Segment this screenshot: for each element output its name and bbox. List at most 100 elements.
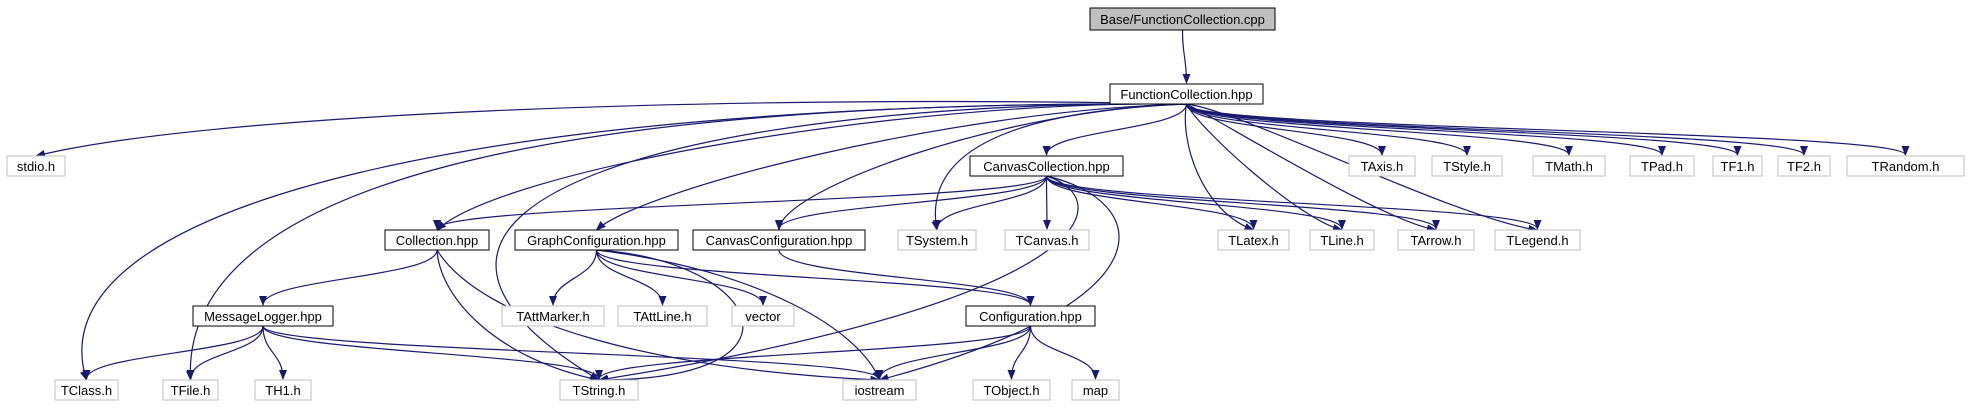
node-base-functioncollection-cpp[interactable]: Base/FunctionCollection.cpp bbox=[1089, 7, 1276, 31]
edge-canvascoll-to-tlegend bbox=[1045, 175, 1542, 230]
node-box bbox=[1431, 155, 1503, 177]
node-canvascollection-hpp[interactable]: CanvasCollection.hpp bbox=[969, 155, 1124, 177]
node-box bbox=[731, 305, 795, 327]
node-tstyle-h[interactable]: TStyle.h bbox=[1431, 155, 1503, 177]
node-label: TAxis.h bbox=[1361, 159, 1403, 174]
edge-graphconf-to-configuration bbox=[595, 249, 1035, 306]
node-canvasconfiguration-hpp[interactable]: CanvasConfiguration.hpp bbox=[692, 229, 866, 251]
edge-fc-to-tlatex bbox=[1184, 103, 1255, 231]
node-label: TRandom.h bbox=[1872, 159, 1940, 174]
node-functioncollection-hpp[interactable]: FunctionCollection.hpp bbox=[1109, 83, 1264, 105]
node-box bbox=[501, 305, 605, 327]
node-box bbox=[692, 229, 866, 251]
edge-canvascoll-to-iostream bbox=[878, 175, 1120, 382]
node-tobject-h[interactable]: TObject.h bbox=[972, 379, 1051, 401]
node-th1-h[interactable]: TH1.h bbox=[254, 379, 312, 401]
node-box bbox=[1004, 229, 1090, 251]
edge-fc-to-tmath bbox=[1185, 103, 1573, 156]
node-label: TH1.h bbox=[265, 383, 300, 398]
edge-canvascoll-to-canvasconf bbox=[775, 175, 1048, 230]
node-box bbox=[559, 379, 639, 401]
node-box bbox=[1309, 229, 1375, 251]
node-box bbox=[6, 155, 66, 177]
node-stdio-h[interactable]: stdio.h bbox=[6, 155, 66, 177]
node-box bbox=[1089, 7, 1276, 31]
node-tattline-h[interactable]: TAttLine.h bbox=[617, 305, 708, 327]
node-label: FunctionCollection.hpp bbox=[1120, 87, 1252, 102]
node-tfile-h[interactable]: TFile.h bbox=[162, 379, 219, 401]
node-label: TAttLine.h bbox=[633, 309, 691, 324]
edge-msglogger-to-iostream bbox=[262, 325, 884, 380]
node-label: TSystem.h bbox=[906, 233, 968, 248]
edge-fc-to-tpad bbox=[1185, 103, 1666, 156]
node-label: TArrow.h bbox=[1410, 233, 1461, 248]
node-tarrow-h[interactable]: TArrow.h bbox=[1397, 229, 1475, 251]
edges-layer bbox=[35, 29, 1910, 384]
node-tcanvas-h[interactable]: TCanvas.h bbox=[1004, 229, 1090, 251]
edge-configuration-to-map bbox=[1029, 325, 1100, 380]
node-label: map bbox=[1083, 383, 1108, 398]
node-tsystem-h[interactable]: TSystem.h bbox=[897, 229, 977, 251]
edge-graphconf-to-tattmarker bbox=[549, 249, 598, 306]
node-tmath-h[interactable]: TMath.h bbox=[1532, 155, 1606, 177]
node-label: TPad.h bbox=[1641, 159, 1683, 174]
node-tlegend-h[interactable]: TLegend.h bbox=[1494, 229, 1581, 251]
node-tstring-h[interactable]: TString.h bbox=[559, 379, 639, 401]
node-box bbox=[54, 379, 119, 401]
node-graphconfiguration-hpp[interactable]: GraphConfiguration.hpp bbox=[514, 229, 679, 251]
node-label: iostream bbox=[855, 383, 905, 398]
edge-configuration-to-tobject bbox=[1007, 325, 1032, 380]
node-box bbox=[1397, 229, 1475, 251]
node-label: TLine.h bbox=[1320, 233, 1363, 248]
edge-fc-to-taxis bbox=[1185, 103, 1386, 156]
node-label: TAttMarker.h bbox=[516, 309, 589, 324]
edge-fc-to-tstyle bbox=[1185, 103, 1471, 156]
edge-collection-to-iostream bbox=[436, 249, 881, 384]
node-label: TObject.h bbox=[983, 383, 1039, 398]
edge-canvascoll-to-tstring bbox=[598, 175, 1079, 383]
edge-msglogger-to-tclass bbox=[82, 325, 264, 380]
edge-fc-to-tf2 bbox=[1185, 103, 1808, 156]
node-box bbox=[842, 379, 917, 401]
node-collection-hpp[interactable]: Collection.hpp bbox=[384, 229, 490, 251]
node-tf2-h[interactable]: TF2.h bbox=[1777, 155, 1831, 177]
node-taxis-h[interactable]: TAxis.h bbox=[1348, 155, 1416, 177]
node-label: TLegend.h bbox=[1506, 233, 1568, 248]
node-configuration-hpp[interactable]: Configuration.hpp bbox=[965, 305, 1096, 327]
edge-fc-to-tstring bbox=[495, 103, 1187, 381]
nodes-layer: Base/FunctionCollection.cppFunctionColle… bbox=[6, 7, 1965, 401]
edge-configuration-to-iostream bbox=[875, 325, 1032, 380]
node-box bbox=[192, 305, 334, 327]
node-map[interactable]: map bbox=[1071, 379, 1120, 401]
node-tline-h[interactable]: TLine.h bbox=[1309, 229, 1375, 251]
edge-fc-to-tsystem bbox=[931, 103, 1187, 231]
edge-fc-to-trandom bbox=[1185, 103, 1910, 156]
node-tf1-h[interactable]: TF1.h bbox=[1712, 155, 1763, 177]
node-tlatex-h[interactable]: TLatex.h bbox=[1217, 229, 1290, 251]
edge-root-to-fc bbox=[1181, 29, 1191, 84]
node-tclass-h[interactable]: TClass.h bbox=[54, 379, 119, 401]
node-iostream[interactable]: iostream bbox=[842, 379, 917, 401]
node-trandom-h[interactable]: TRandom.h bbox=[1846, 155, 1965, 177]
node-vector[interactable]: vector bbox=[731, 305, 795, 327]
edge-canvascoll-to-collection bbox=[433, 175, 1048, 230]
node-label: GraphConfiguration.hpp bbox=[527, 233, 666, 248]
edge-canvascoll-to-tline bbox=[1045, 175, 1346, 230]
edge-collection-to-tstring bbox=[436, 249, 600, 383]
node-messagelogger-hpp[interactable]: MessageLogger.hpp bbox=[192, 305, 334, 327]
node-box bbox=[1846, 155, 1965, 177]
node-tpad-h[interactable]: TPad.h bbox=[1629, 155, 1695, 177]
edge-fc-to-tline bbox=[1185, 103, 1343, 232]
node-box bbox=[965, 305, 1096, 327]
node-box bbox=[617, 305, 708, 327]
node-label: TClass.h bbox=[61, 383, 112, 398]
node-label: Configuration.hpp bbox=[979, 309, 1082, 324]
edge-canvascoll-to-tarrow bbox=[1045, 175, 1440, 230]
node-box bbox=[1109, 83, 1264, 105]
node-box bbox=[384, 229, 490, 251]
node-tattmarker-h[interactable]: TAttMarker.h bbox=[501, 305, 605, 327]
edge-canvascoll-to-tcanvas bbox=[1042, 175, 1051, 230]
edge-msglogger-to-tstring bbox=[262, 325, 603, 380]
edge-msglogger-to-tfile bbox=[186, 325, 264, 380]
node-box bbox=[514, 229, 679, 251]
